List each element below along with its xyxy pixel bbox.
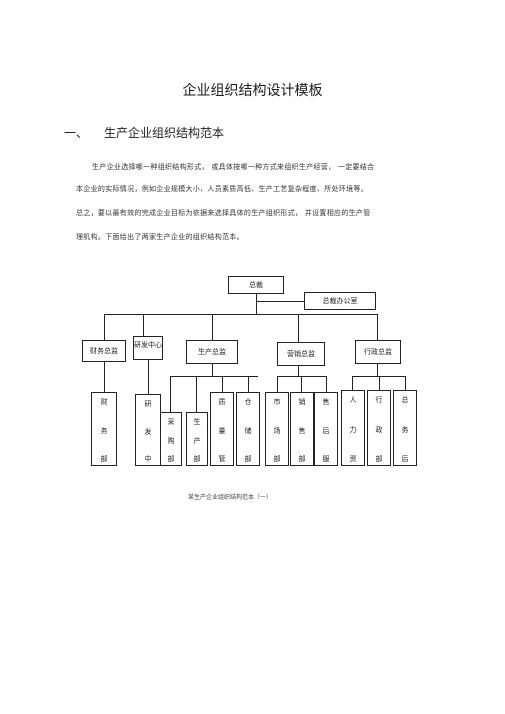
org-node-finance-director: 财务总监 (82, 340, 126, 362)
dept-purchasing: 采购部 (160, 412, 182, 466)
connector-line (301, 376, 302, 392)
connector-line (377, 314, 378, 340)
connector-line (405, 376, 406, 390)
dept-admin: 行政部 (367, 390, 391, 466)
chart-caption: 某生产企业组织结构范本（一） (188, 494, 273, 501)
connector-line (104, 314, 377, 315)
connector-line (277, 376, 278, 392)
connector-line (256, 301, 304, 302)
org-node-ceo: 总裁 (228, 276, 284, 294)
dept-rnd: 研发中 (135, 394, 161, 466)
dept-production: 生产部 (186, 412, 208, 466)
dept-quality: 质量管 (210, 392, 234, 466)
dept-warehouse: 仓储部 (236, 392, 260, 466)
connector-line (196, 376, 197, 412)
connector-line (222, 376, 223, 392)
org-node-ceo-office: 总裁办公室 (304, 292, 376, 310)
dept-sales: 销售部 (290, 392, 314, 466)
org-node-rnd-center: 研发中心 (133, 336, 163, 360)
connector-line (352, 376, 353, 390)
org-node-admin-director: 行政总监 (355, 340, 401, 364)
dept-after-sales: 售后服 (314, 392, 338, 466)
connector-line (148, 360, 149, 394)
org-node-production-director: 生产总监 (186, 340, 238, 364)
connector-line (170, 376, 171, 412)
connector-line (143, 314, 144, 336)
paragraph-line-4: 理机构。下面给出了两家生产企业的组织结构范本。 (76, 233, 244, 241)
dept-finance: 财务部 (91, 392, 117, 466)
dept-general-affairs: 总务后 (393, 390, 417, 466)
section-title: 生产企业组织结构范本 (104, 126, 225, 140)
paragraph-line-2: 本企业的实际情况，例如企业规模大小、人员素质高低、生产工艺复杂程度、所处环境等。 (76, 185, 368, 193)
connector-line (298, 366, 299, 376)
connector-line (212, 364, 213, 376)
connector-line (212, 314, 213, 340)
paragraph-line-1: 生产企业选择哪一种组织结构形式， 或具体按哪一种方式来组织生产经营， 一定要结合 (92, 163, 375, 171)
connector-line (298, 314, 299, 342)
connector-line (170, 376, 258, 377)
connector-line (326, 376, 327, 392)
dept-hr: 人力资 (341, 390, 365, 466)
connector-line (248, 376, 249, 392)
connector-line (352, 376, 405, 377)
connector-line (377, 364, 378, 376)
org-node-marketing-director: 营销总监 (277, 342, 325, 366)
paragraph-line-3: 总之，要以最有效的完成企业目标为依据来选择具体的生产组织形式， 并设置相应的生产… (76, 209, 371, 217)
section-number: 一、 (64, 126, 89, 140)
connector-line (256, 294, 257, 314)
connector-line (104, 314, 105, 340)
dept-market: 市场部 (265, 392, 289, 466)
connector-line (379, 376, 380, 390)
connector-line (104, 362, 105, 392)
document-title: 企业组织结构设计模板 (182, 83, 323, 99)
